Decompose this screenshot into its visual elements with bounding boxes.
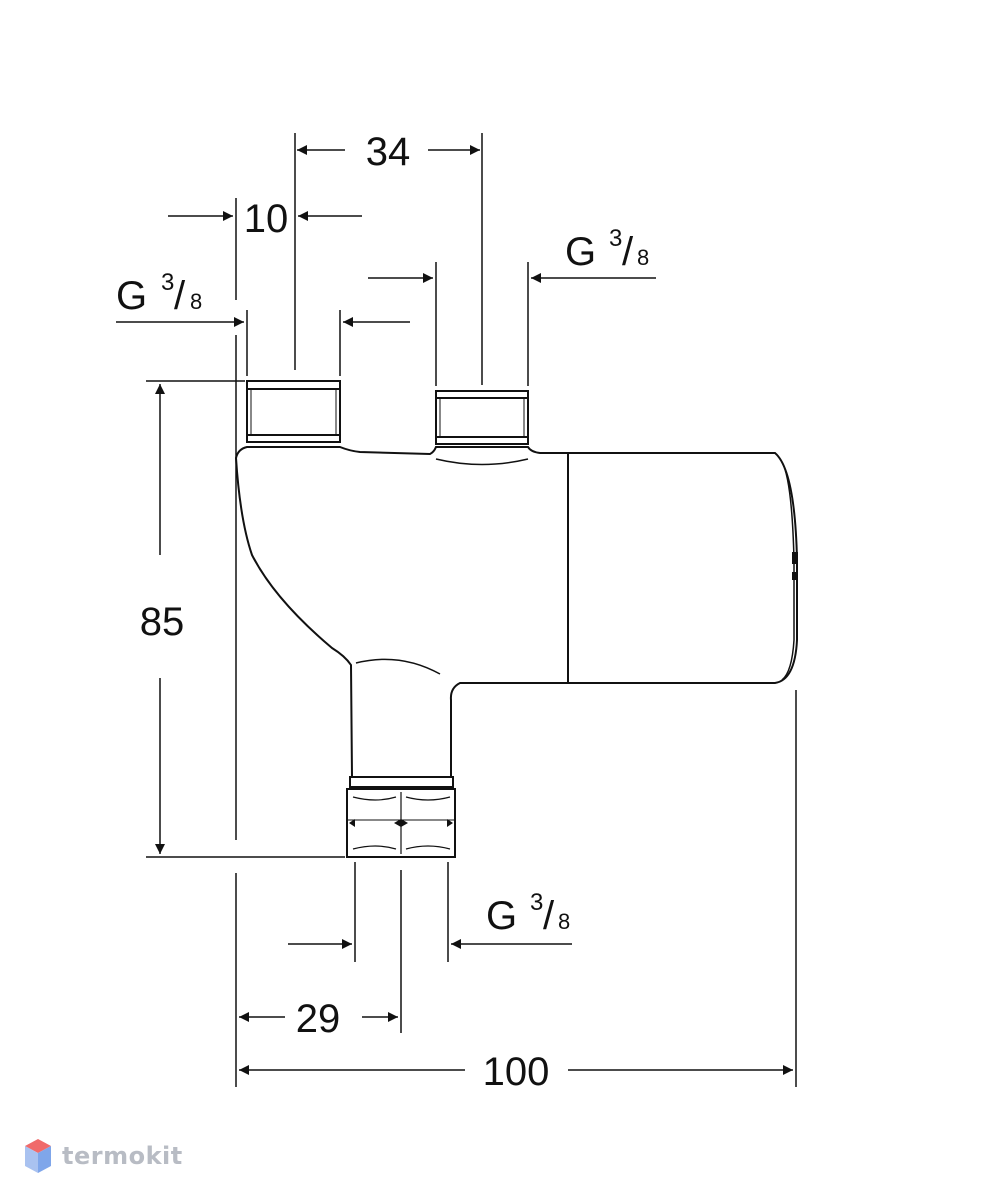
thread-label-right: G 3 / 8: [565, 225, 649, 274]
housing-outline: [234, 446, 798, 778]
dim-100: 100: [483, 1050, 550, 1094]
dim-10: 10: [244, 197, 289, 241]
svg-text:8: 8: [637, 245, 649, 270]
watermark-text: termokit: [62, 1142, 183, 1170]
svg-text:8: 8: [558, 909, 570, 934]
dim-29: 29: [296, 997, 341, 1041]
thread-label-outlet: G 3 / 8: [486, 889, 570, 938]
left-inlet-nipple: [246, 380, 341, 443]
svg-text:3: 3: [161, 269, 174, 296]
thermostat-body: [234, 380, 798, 858]
svg-text:3: 3: [530, 889, 543, 916]
dimension-arrows: [116, 145, 793, 1075]
extension-lines: [146, 133, 797, 1087]
dim-85: 85: [140, 600, 185, 644]
svg-text:3: 3: [609, 225, 622, 252]
watermark: termokit: [24, 1136, 183, 1176]
svg-text:G: G: [565, 230, 596, 274]
svg-text:/: /: [543, 894, 555, 938]
svg-text:G: G: [116, 274, 147, 318]
dim-34: 34: [366, 130, 411, 174]
svg-text:/: /: [622, 230, 634, 274]
svg-text:G: G: [486, 894, 517, 938]
right-inlet-nipple: [435, 390, 529, 445]
thread-label-left: G 3 / 8: [116, 269, 202, 318]
outlet-hex-nut: [346, 788, 456, 858]
svg-text:/: /: [174, 274, 186, 318]
svg-text:8: 8: [190, 289, 202, 314]
hexagon-cube-icon: [25, 1139, 51, 1173]
